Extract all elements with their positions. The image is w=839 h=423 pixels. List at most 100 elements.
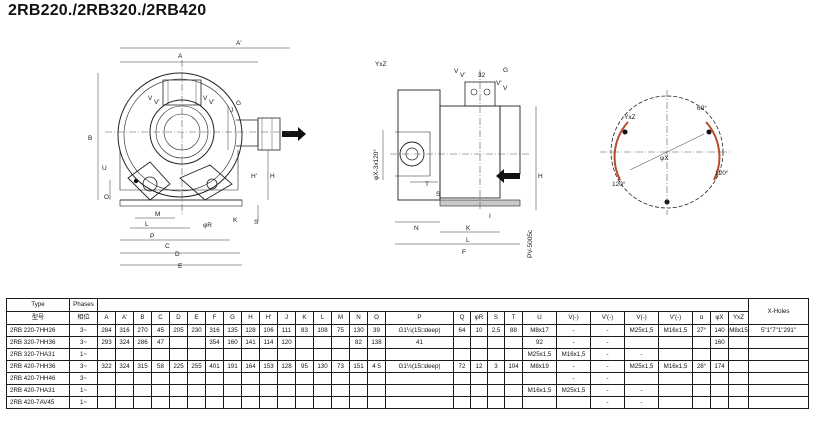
row-cell <box>470 348 488 361</box>
row-cell <box>470 384 488 397</box>
row-cell <box>205 372 224 385</box>
flange-dim-phi-x: φX <box>660 155 669 162</box>
row-xholes <box>748 348 809 361</box>
row-cell <box>205 348 224 361</box>
flange-dim-120-right: 120° <box>715 169 729 177</box>
row-cell: 316 <box>205 324 224 337</box>
row-type: 2RB 420-7HH36 <box>6 360 70 373</box>
row-cell <box>385 348 454 361</box>
row-cell: 41 <box>385 336 454 349</box>
row-cell <box>169 384 188 397</box>
row-cell: - <box>590 384 625 397</box>
row-type: 2RB 420-7HA31 <box>6 384 70 397</box>
row-cell <box>487 372 505 385</box>
header-col: O <box>367 311 386 325</box>
row-cell <box>692 372 711 385</box>
row-cell: 45 <box>151 324 170 337</box>
row-cell <box>205 396 224 409</box>
front-dim-l: L <box>145 221 149 228</box>
row-cell <box>97 372 116 385</box>
row-cell: - <box>590 348 625 361</box>
row-cell: 3 <box>487 360 505 373</box>
row-cell <box>331 336 350 349</box>
row-cell <box>385 372 454 385</box>
row-cell: - <box>590 372 625 385</box>
flange-dim-120-left: 120° <box>612 180 626 188</box>
front-dim-s: S <box>254 219 259 226</box>
row-cell: 315 <box>133 360 152 373</box>
row-cell: 151 <box>349 360 368 373</box>
row-cell: 225 <box>169 360 188 373</box>
row-cell: M16x1,5 <box>658 360 693 373</box>
header-col: A' <box>115 311 134 325</box>
row-cell: 75 <box>331 324 350 337</box>
drawing-title: 2RB220./2RB320./2RB420 <box>8 2 207 19</box>
front-dim-vp-left: V' <box>154 99 160 106</box>
row-cell <box>331 384 350 397</box>
row-cell: 255 <box>187 360 206 373</box>
row-cell: 2,5 <box>487 324 505 337</box>
row-cell <box>97 348 116 361</box>
row-xholes <box>748 336 809 349</box>
row-cell <box>115 348 134 361</box>
header-col: J <box>277 311 296 325</box>
row-cell <box>97 384 116 397</box>
row-cell <box>710 384 729 397</box>
row-cell: 138 <box>367 336 386 349</box>
row-cell: 191 <box>223 360 242 373</box>
row-cell: 130 <box>313 360 332 373</box>
side-dim-t: T <box>425 181 429 188</box>
row-cell <box>133 348 152 361</box>
row-cell: 128 <box>241 324 260 337</box>
row-cell <box>115 372 134 385</box>
row-cell <box>658 372 693 385</box>
row-cell <box>658 384 693 397</box>
row-cell: M8x15 <box>728 324 749 337</box>
row-cell <box>259 372 278 385</box>
row-cell <box>133 384 152 397</box>
side-dim-vp2: V' <box>496 80 502 87</box>
row-cell <box>277 372 296 385</box>
header-col: YxZ <box>728 311 749 325</box>
row-cell <box>728 396 749 409</box>
header-col: L <box>313 311 332 325</box>
header-col: N <box>349 311 368 325</box>
row-cell <box>504 396 523 409</box>
header-col: φX <box>710 311 729 325</box>
row-cell <box>97 396 116 409</box>
row-cell: - <box>624 348 659 361</box>
row-cell <box>728 360 749 373</box>
row-cell <box>277 384 296 397</box>
row-cell: - <box>556 324 591 337</box>
row-cell: G1½(15□deep) <box>385 360 454 373</box>
row-cell: M25x1,5 <box>624 360 659 373</box>
row-cell <box>470 372 488 385</box>
row-cell: M25x1,5 <box>624 324 659 337</box>
header-blank <box>97 298 749 312</box>
row-cell <box>259 348 278 361</box>
row-cell <box>692 348 711 361</box>
row-cell <box>728 372 749 385</box>
front-dim-d: D <box>175 251 180 258</box>
row-cell <box>710 348 729 361</box>
row-cell <box>295 384 314 397</box>
row-cell <box>710 372 729 385</box>
row-type: 2RB 220-7HH26 <box>6 324 70 337</box>
row-cell: - <box>556 336 591 349</box>
row-cell <box>504 384 523 397</box>
row-cell <box>187 372 206 385</box>
header-col: C <box>151 311 170 325</box>
row-cell <box>728 384 749 397</box>
side-dim-s: S <box>436 191 441 198</box>
row-cell <box>151 372 170 385</box>
side-dim-v2: V <box>503 85 508 92</box>
row-cell: 39 <box>367 324 386 337</box>
header-col: K <box>295 311 314 325</box>
header-xholes: X-Holes <box>748 298 809 325</box>
row-cell: 106 <box>259 324 278 337</box>
row-cell: 230 <box>187 324 206 337</box>
row-cell <box>169 396 188 409</box>
row-phase: 3~ <box>69 324 98 337</box>
